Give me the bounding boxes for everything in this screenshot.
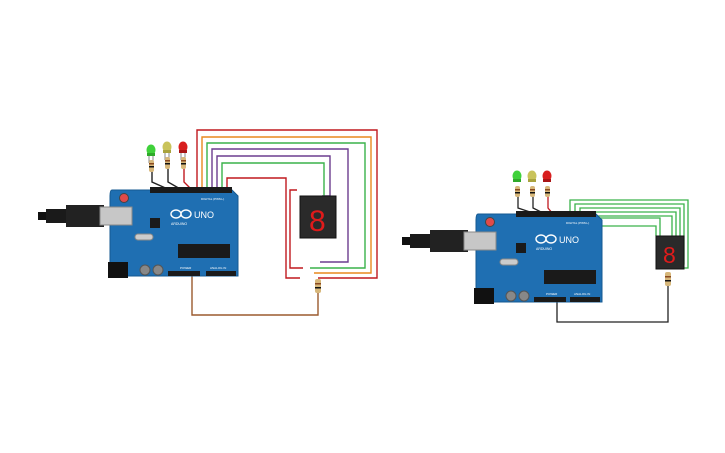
usb-cable-right[interactable] bbox=[402, 230, 497, 252]
wire-green-7[interactable] bbox=[598, 225, 657, 236]
wire-led-red[interactable] bbox=[183, 166, 193, 191]
atmega-chip-right bbox=[544, 270, 596, 284]
led-yellow[interactable] bbox=[162, 141, 172, 170]
board-model-left: UNO bbox=[194, 210, 214, 220]
wire-purple[interactable] bbox=[211, 148, 349, 263]
arduino-logo-right: UNO ARDUINO bbox=[535, 234, 579, 251]
wire-brown-ground[interactable] bbox=[191, 272, 319, 316]
power-header-left[interactable] bbox=[168, 271, 200, 276]
wire-green-6[interactable] bbox=[595, 217, 661, 236]
analog-header-right[interactable] bbox=[570, 297, 600, 302]
led-green[interactable] bbox=[146, 144, 156, 173]
wire-red-outer[interactable] bbox=[196, 129, 378, 279]
usb-cable-left[interactable] bbox=[38, 205, 133, 227]
led-yellow-right[interactable] bbox=[527, 170, 537, 198]
wire-orange[interactable] bbox=[201, 136, 372, 274]
wire-black-ground[interactable] bbox=[556, 285, 669, 323]
digital-header-right[interactable] bbox=[516, 211, 596, 217]
board-model-right: UNO bbox=[559, 235, 579, 245]
capacitor-2-right bbox=[518, 290, 530, 302]
display-digit-left: 8 bbox=[309, 205, 326, 238]
power-label-left: POWER bbox=[180, 266, 192, 270]
led-red-right[interactable] bbox=[542, 170, 552, 198]
digital-header-left[interactable] bbox=[150, 187, 232, 193]
wire-red-inner[interactable] bbox=[226, 177, 300, 279]
crystal-left bbox=[134, 233, 154, 241]
arduino-board-right[interactable]: UNO ARDUINO DIGITAL (PWM~) POWER ANALOG … bbox=[402, 211, 603, 304]
wire-led-yellow[interactable] bbox=[167, 166, 183, 191]
capacitor-1-right bbox=[505, 290, 517, 302]
power-header-right[interactable] bbox=[534, 297, 566, 302]
wire-purple-2[interactable] bbox=[216, 155, 331, 197]
arduino-board-left[interactable]: UNO ARDUINO DIGITAL (PWM~) POWER ANALOG … bbox=[38, 187, 239, 278]
wires-left[interactable] bbox=[151, 129, 378, 316]
wire-green[interactable] bbox=[206, 142, 366, 269]
crystal-right bbox=[499, 258, 519, 266]
led-red[interactable] bbox=[178, 141, 188, 170]
power-jack-right[interactable] bbox=[474, 288, 494, 304]
resistor-left[interactable] bbox=[315, 279, 321, 293]
digital-label-left: DIGITAL (PWM~) bbox=[201, 197, 224, 201]
digital-label-right: DIGITAL (PWM~) bbox=[566, 221, 589, 225]
analog-label-left: ANALOG IN bbox=[210, 266, 226, 270]
capacitor-1-left bbox=[139, 264, 151, 276]
led-green-right[interactable] bbox=[512, 170, 522, 198]
reset-button-left[interactable] bbox=[119, 193, 129, 203]
seven-segment-left[interactable]: 8 bbox=[299, 195, 337, 239]
reset-button-right[interactable] bbox=[485, 217, 495, 227]
chip-small-left bbox=[150, 218, 160, 228]
arduino-logo-left: UNO ARDUINO bbox=[170, 209, 214, 226]
wire-green-2[interactable] bbox=[221, 162, 325, 196]
wire-red-seg[interactable] bbox=[289, 189, 303, 269]
atmega-chip-left bbox=[178, 244, 230, 258]
power-label-right: POWER bbox=[546, 292, 558, 296]
capacitor-2-left bbox=[152, 264, 164, 276]
board-brand-left: ARDUINO bbox=[171, 222, 187, 226]
chip-small-right bbox=[516, 243, 526, 253]
power-jack-left[interactable] bbox=[108, 262, 128, 278]
resistor-right[interactable] bbox=[665, 272, 671, 286]
analog-label-right: ANALOG IN bbox=[574, 292, 590, 296]
display-digit-right: 8 bbox=[663, 242, 676, 268]
analog-header-left[interactable] bbox=[206, 271, 236, 276]
circuit-left[interactable]: UNO ARDUINO DIGITAL (PWM~) POWER ANALOG … bbox=[38, 129, 378, 316]
seven-segment-right[interactable]: 8 bbox=[655, 235, 685, 270]
board-brand-right: ARDUINO bbox=[536, 247, 552, 251]
circuit-right[interactable]: UNO ARDUINO DIGITAL (PWM~) POWER ANALOG … bbox=[402, 170, 689, 323]
